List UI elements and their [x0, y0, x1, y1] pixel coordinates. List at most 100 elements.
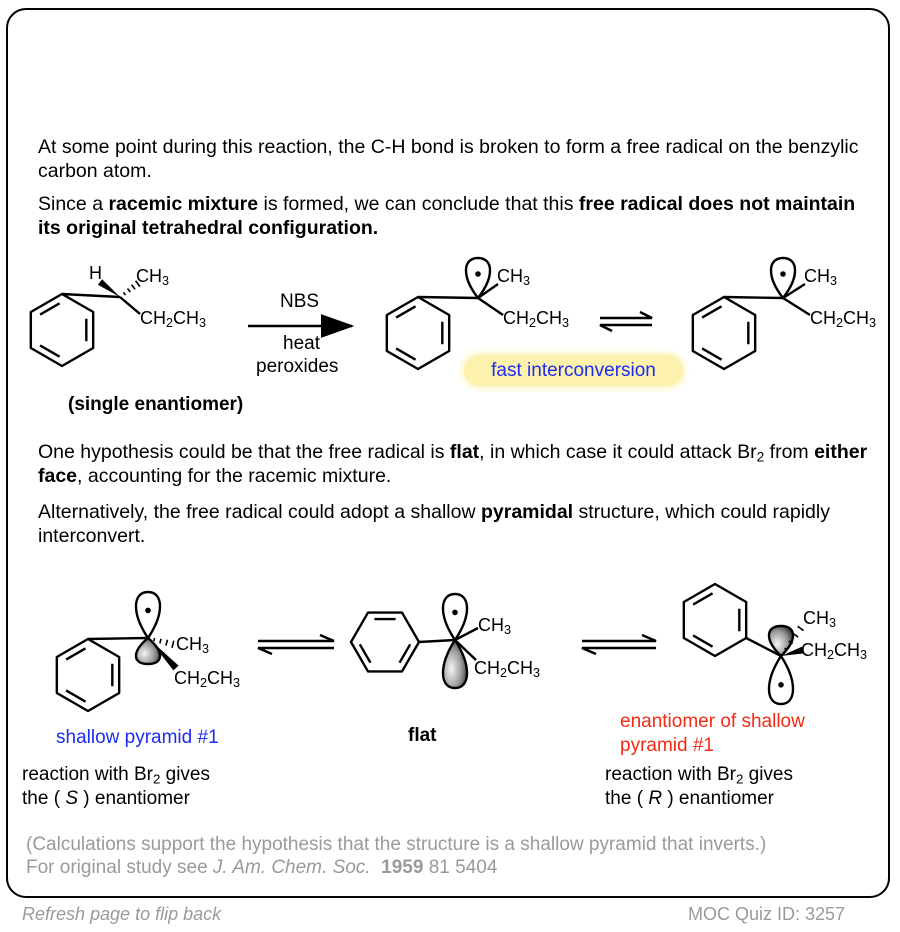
text: 81 5404 — [423, 857, 498, 878]
reagent-heat: heat — [283, 333, 320, 354]
subscript: 2 — [756, 449, 765, 465]
double-bond — [39, 344, 61, 358]
hash-bond — [153, 637, 156, 642]
reagent-nbs: NBS — [280, 291, 320, 312]
flip-back-link[interactable]: Refresh page to flip back — [22, 904, 222, 924]
reference-note: For original study see J. Am. Chem. Soc.… — [26, 856, 497, 880]
methyl-label: CH3 — [497, 266, 531, 289]
equilibrium-arrows-top — [599, 310, 653, 333]
text: reaction with Br — [22, 764, 153, 785]
double-bond — [692, 592, 714, 606]
ethyl-label: CH2CH3 — [140, 308, 207, 331]
bond — [417, 295, 479, 300]
double-bond — [358, 643, 372, 664]
p-orbital-lobe — [464, 256, 492, 300]
equilibrium-arrows-right — [581, 633, 657, 656]
ethyl-label: CH2CH3 — [474, 658, 541, 681]
double-bond — [395, 347, 417, 361]
bond — [87, 636, 149, 641]
hash-bond — [126, 287, 131, 293]
benzene-ring — [682, 582, 748, 658]
radical-dot-icon — [145, 607, 151, 614]
text: One hypothesis could be that the free ra… — [38, 441, 450, 463]
radical-dot-icon — [452, 609, 458, 616]
benzene-ring — [691, 295, 757, 371]
text: the ( — [605, 788, 649, 809]
paragraph-pyramidal-hypothesis: Alternatively, the free radical could ad… — [38, 500, 868, 548]
double-bond — [398, 643, 412, 664]
hash-bond — [788, 640, 794, 645]
subscript: 2 — [152, 771, 161, 787]
text: , accounting for the racemic mixture. — [77, 465, 392, 487]
text: ) enantiomer — [662, 788, 774, 809]
ethyl-label: CH2CH3 — [810, 308, 877, 331]
methyl-label: CH3 — [478, 615, 512, 638]
double-bond — [692, 634, 714, 648]
hash-bond — [171, 640, 175, 648]
subscript: 2 — [735, 771, 744, 787]
text: ) enantiomer — [78, 788, 190, 809]
text: structure, which could rapidly interconv… — [38, 501, 830, 547]
text: For original study see — [26, 857, 213, 878]
p-orbital-lobe — [769, 256, 797, 300]
methyl-label: CH3 — [803, 608, 837, 631]
text: is formed, we can conclude that this — [258, 193, 579, 215]
text: reaction with Br — [605, 764, 736, 785]
text: gives — [743, 764, 793, 785]
ethyl-label: CH2CH3 — [801, 640, 868, 663]
text: , in which case it could attack Br — [479, 441, 757, 463]
radical-dot-icon — [778, 682, 784, 688]
benzene-ring — [55, 637, 121, 713]
bond — [477, 283, 499, 299]
text: Since a — [38, 193, 109, 215]
hash-bond — [792, 632, 799, 638]
flat-label: flat — [408, 725, 437, 746]
hash-bond — [165, 639, 169, 646]
paragraph-radical-formation: At some point during this reaction, the … — [38, 135, 868, 183]
double-bond — [39, 302, 61, 316]
fast-interconversion-highlight: fast interconversion — [464, 355, 683, 386]
radical-dot-icon — [475, 271, 481, 277]
methyl-label: CH3 — [176, 634, 210, 657]
p-orbital-shaded-lobe — [134, 636, 162, 666]
benzene-ring — [349, 611, 421, 673]
hash-bond — [134, 280, 141, 288]
right-result-line1: reaction with Br2 gives — [605, 763, 793, 787]
reagent-peroxides: peroxides — [256, 356, 339, 377]
equilibrium-arrows-left — [257, 633, 335, 656]
text: At some point during this reaction, the … — [38, 136, 859, 182]
hash-bond — [122, 291, 127, 296]
left-result-line1: reaction with Br2 gives — [22, 763, 210, 787]
wedge-bond — [148, 638, 179, 671]
bond — [119, 296, 141, 315]
stereo-descriptor: R — [648, 788, 663, 809]
hash-bond — [130, 284, 136, 290]
bold-text: free radical does not maintain its origi… — [38, 193, 856, 239]
flashcard[interactable] — [6, 8, 890, 898]
text: gives — [160, 764, 210, 785]
paragraph-flat-hypothesis: One hypothesis could be that the free ra… — [38, 440, 868, 488]
quiz-id: MOC Quiz ID: 3257 — [688, 904, 846, 924]
text: the ( — [22, 788, 66, 809]
methyl-label: CH3 — [136, 266, 170, 289]
wedge-bond — [781, 646, 804, 656]
ethyl-label: CH2CH3 — [503, 308, 570, 331]
double-bond — [65, 647, 87, 661]
bond — [745, 636, 782, 658]
hash-bond — [784, 647, 788, 651]
bond — [454, 639, 477, 661]
paragraph-racemic: Since a racemic mixture is formed, we ca… — [38, 192, 878, 240]
stereo-descriptor: S — [65, 788, 78, 809]
bond — [477, 297, 504, 316]
hydrogen-label: H — [89, 263, 102, 283]
p-orbital-lobe — [134, 590, 162, 640]
bond — [454, 626, 479, 642]
bond — [723, 295, 784, 300]
double-bond — [65, 689, 87, 703]
shallow-pyramid-label: shallow pyramid #1 — [56, 727, 219, 748]
bond — [782, 282, 806, 300]
methyl-label: CH3 — [804, 266, 838, 289]
calculation-note: (Calculations support the hypothesis tha… — [26, 834, 767, 855]
bold-text: flat — [449, 441, 480, 463]
